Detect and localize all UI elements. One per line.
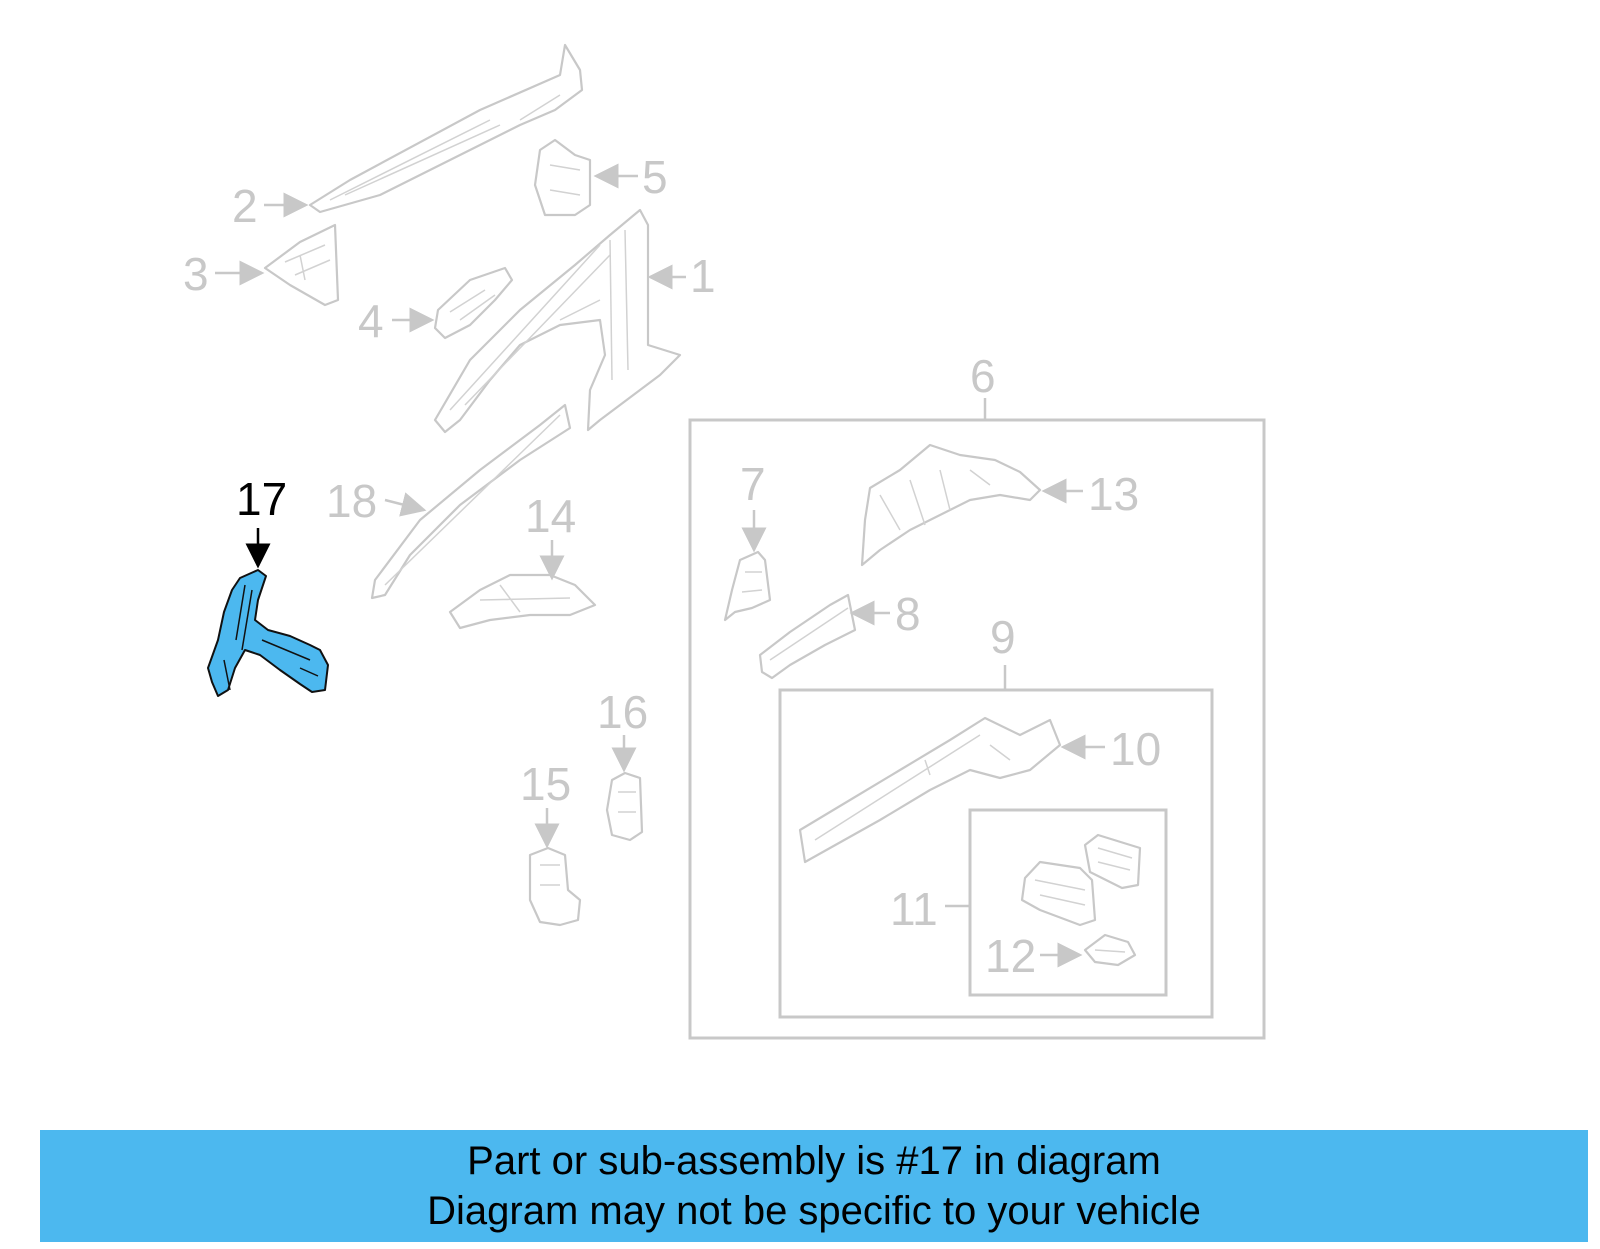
part-12-bracket[interactable] bbox=[1083, 933, 1137, 967]
assembly-6-box: 6 bbox=[688, 350, 1266, 1040]
part-13-wheelhouse[interactable] bbox=[860, 443, 1042, 567]
callout-15: 15 bbox=[520, 758, 571, 849]
callout-7: 7 bbox=[740, 458, 767, 553]
callout-12-label: 12 bbox=[985, 930, 1036, 982]
callout-9-label: 9 bbox=[990, 611, 1016, 663]
callout-13: 13 bbox=[1041, 468, 1139, 520]
callout-10-label: 10 bbox=[1110, 723, 1161, 775]
assembly-11-box: 11 bbox=[890, 808, 1168, 997]
callout-4: 4 bbox=[358, 295, 435, 347]
banner-line-2: Diagram may not be specific to your vehi… bbox=[427, 1189, 1201, 1233]
banner-line-1: Part or sub-assembly is #17 in diagram bbox=[467, 1139, 1161, 1183]
part-3-gusset[interactable] bbox=[263, 223, 340, 307]
callout-18: 18 bbox=[326, 475, 427, 527]
part-5-bracket[interactable] bbox=[533, 138, 592, 217]
callout-1-label: 1 bbox=[690, 250, 716, 302]
callout-5-label: 5 bbox=[642, 151, 668, 203]
part-2-roof-rail[interactable] bbox=[308, 43, 584, 214]
callout-5: 5 bbox=[593, 151, 668, 203]
callout-17-label: 17 bbox=[236, 473, 287, 525]
callout-6-label: 6 bbox=[970, 350, 996, 402]
callout-12: 12 bbox=[985, 930, 1083, 982]
callout-17: 17 bbox=[236, 473, 287, 569]
callout-15-label: 15 bbox=[520, 758, 571, 810]
callout-2-label: 2 bbox=[232, 180, 258, 232]
part-17-highlighted[interactable] bbox=[207, 569, 329, 697]
callout-8: 8 bbox=[849, 588, 921, 640]
callout-11-label: 11 bbox=[890, 883, 938, 935]
assembly-9-box: 9 bbox=[778, 611, 1214, 1019]
callout-14: 14 bbox=[525, 490, 576, 581]
callout-18-label: 18 bbox=[326, 475, 377, 527]
callout-8-label: 8 bbox=[895, 588, 921, 640]
callout-3-label: 3 bbox=[183, 248, 209, 300]
callout-2: 2 bbox=[232, 180, 309, 232]
part-4-bracket[interactable] bbox=[433, 266, 514, 340]
part-8-member[interactable] bbox=[758, 593, 857, 680]
callout-10: 10 bbox=[1060, 723, 1161, 775]
part-11-brackets[interactable] bbox=[1020, 833, 1142, 927]
callout-4-label: 4 bbox=[358, 295, 384, 347]
part-7-bracket[interactable] bbox=[723, 550, 772, 622]
callout-13-label: 13 bbox=[1088, 468, 1139, 520]
part-1-pillar[interactable] bbox=[433, 208, 682, 434]
info-banner: Part or sub-assembly is #17 in diagram D… bbox=[40, 1130, 1588, 1242]
callout-7-label: 7 bbox=[740, 458, 766, 510]
part-10-rail[interactable] bbox=[798, 716, 1062, 864]
callout-14-label: 14 bbox=[525, 490, 576, 542]
part-18-rail[interactable] bbox=[370, 403, 572, 600]
part-15-bracket[interactable] bbox=[528, 846, 582, 927]
part-14-panel[interactable] bbox=[448, 573, 597, 630]
part-16-bracket[interactable] bbox=[605, 771, 644, 842]
callout-16: 16 bbox=[597, 686, 648, 773]
parts-diagram: 2 3 4 5 1 18 bbox=[183, 43, 1266, 1040]
callout-3: 3 bbox=[183, 248, 265, 300]
callout-16-label: 16 bbox=[597, 686, 648, 738]
callout-1: 1 bbox=[647, 250, 716, 302]
